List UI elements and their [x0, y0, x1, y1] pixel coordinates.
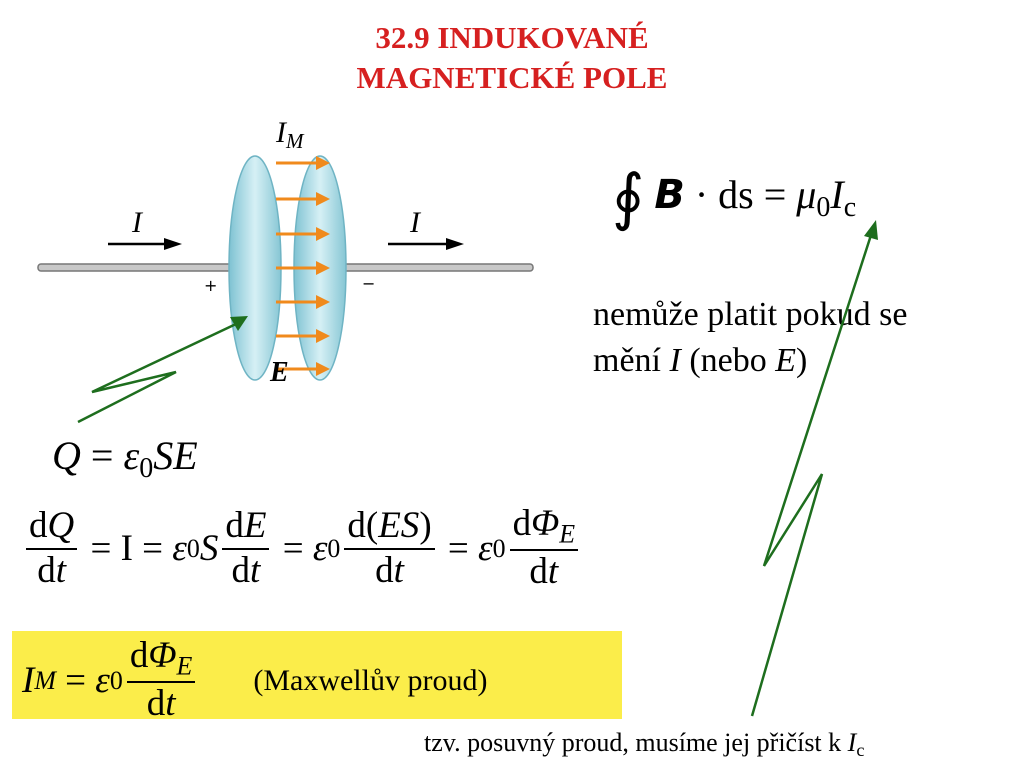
maxwell-current-label: (Maxwellův proud) — [253, 663, 488, 697]
field-arrow — [276, 261, 330, 275]
maxwell-highlight — [12, 631, 622, 719]
pointer-arrow-plate — [77, 316, 248, 424]
current-arrow-right — [388, 238, 464, 250]
field-arrow — [276, 227, 330, 241]
capacitor-diagram — [37, 155, 534, 424]
field-arrow — [276, 362, 330, 376]
field-arrow — [276, 192, 330, 206]
ampere-law: ∮ B · ds = μ0Ic — [612, 164, 857, 232]
note-line-1: nemůže platit pokud se — [593, 296, 908, 333]
label-i-left: I — [132, 206, 142, 239]
current-arrow-left — [108, 238, 182, 250]
label-e: E — [270, 357, 289, 388]
title-line-2: MAGNETICKÉ POLE — [356, 60, 668, 95]
plus-sign: + — [204, 276, 218, 295]
bottom-note: tzv. posuvný proud, musíme jej přičíst k… — [424, 728, 865, 761]
field-arrow — [276, 329, 330, 343]
label-i-right: I — [410, 206, 420, 239]
field-arrow — [276, 156, 330, 170]
field-arrow — [276, 295, 330, 309]
field-arrows — [276, 156, 330, 376]
label-im: IM — [276, 116, 304, 153]
contour-integral-symbol: ∮ — [612, 164, 645, 232]
minus-sign: − — [362, 274, 376, 293]
note-line-2: mění I (nebo E) — [593, 342, 808, 379]
title-line-1: 32.9 INDUKOVANÉ — [375, 20, 649, 55]
page-title: 32.9 INDUKOVANÉ MAGNETICKÉ POLE — [0, 18, 1024, 98]
charge-equation: Q = ε0SE — [52, 433, 198, 484]
